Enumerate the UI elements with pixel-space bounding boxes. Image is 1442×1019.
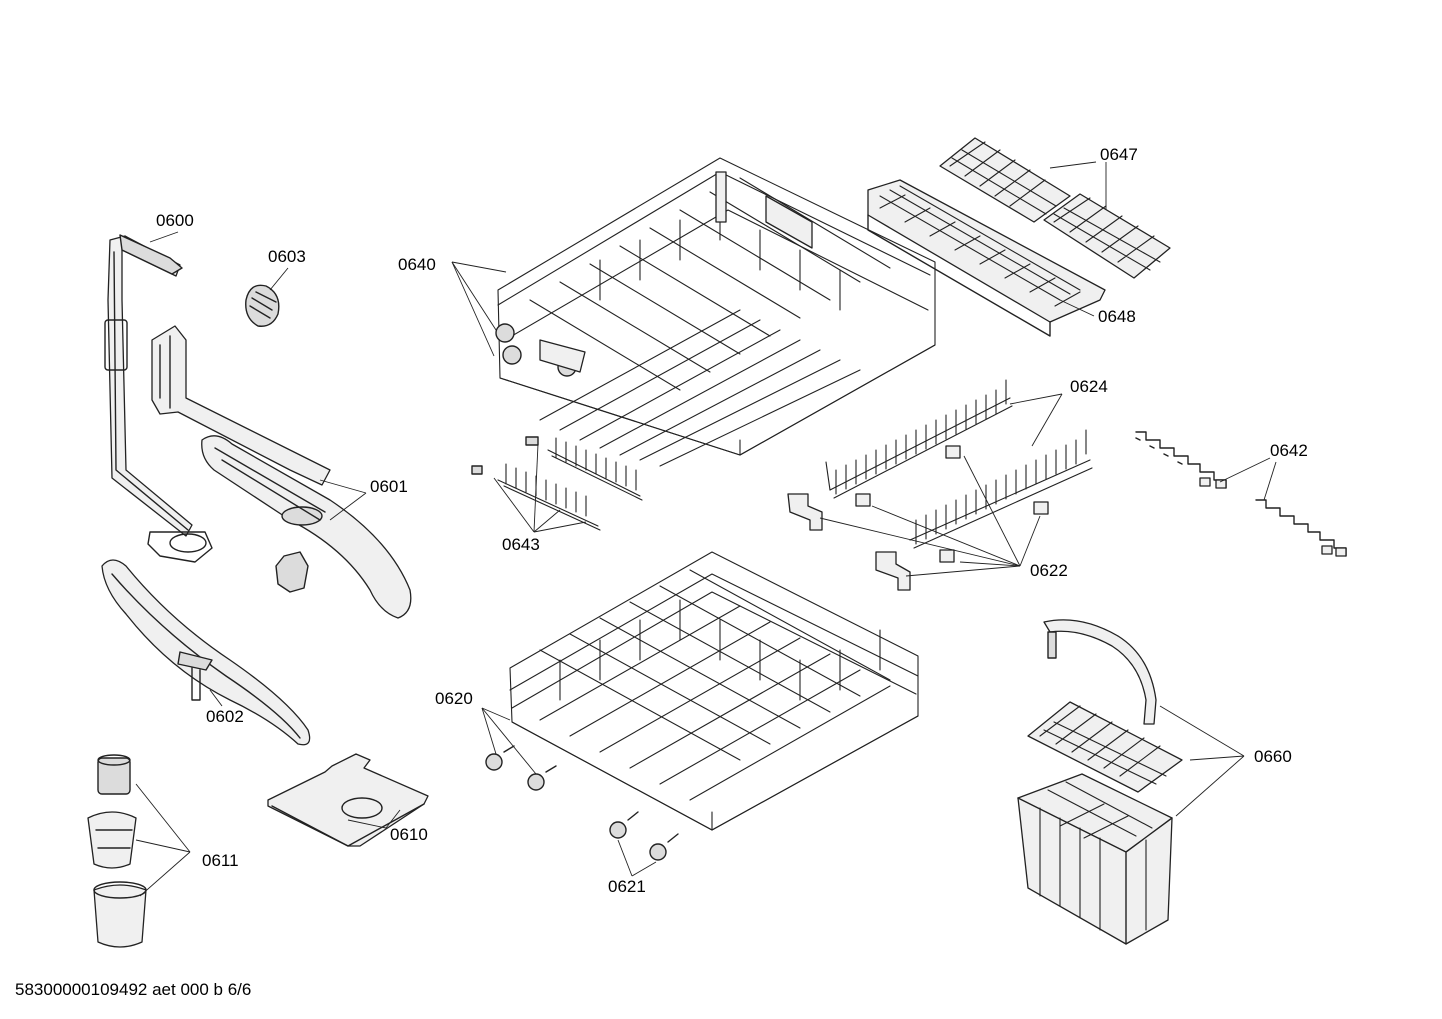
callout-0640: 0640 (398, 255, 436, 274)
part-0621-rear-wheels[interactable] (609, 811, 679, 861)
part-0622-clips[interactable] (787, 445, 1049, 591)
part-0600-feed-pipe[interactable] (104, 234, 213, 563)
part-0643-cup-racks[interactable] (471, 436, 643, 531)
callout-0642: 0642 (1270, 441, 1308, 460)
part-0611-filter-set[interactable] (87, 754, 147, 948)
part-0610-sump-plate[interactable] (267, 753, 429, 847)
part-0624-spike-racks[interactable] (825, 379, 1093, 549)
callout-0624: 0624 (1070, 377, 1108, 396)
callout-0660: 0660 (1254, 747, 1292, 766)
callout-0610: 0610 (390, 825, 428, 844)
part-0647-tray-covers[interactable] (939, 137, 1171, 279)
callout-0643: 0643 (502, 535, 540, 554)
part-0620-front-wheels[interactable] (485, 745, 557, 791)
part-0602-lower-spray-arm[interactable] (101, 559, 311, 746)
callout-0648: 0648 (1098, 307, 1136, 326)
document-id: 58300000109492 aet 000 b 6/6 (15, 980, 252, 999)
callout-0647: 0647 (1100, 145, 1138, 164)
part-lower-basket[interactable] (509, 551, 919, 831)
part-0660-cutlery-basket[interactable] (1017, 619, 1183, 945)
callout-0611: 0611 (202, 851, 239, 870)
part-0642-cup-shelf-steps[interactable] (1135, 431, 1347, 557)
leader-lines (135, 161, 1277, 897)
callout-0621: 0621 (608, 877, 646, 896)
callout-0622: 0622 (1030, 561, 1068, 580)
callout-0602: 0602 (206, 707, 244, 726)
callout-0601: 0601 (370, 477, 408, 496)
part-0603-nozzle-cap[interactable] (245, 284, 280, 327)
callout-0600: 0600 (156, 211, 194, 230)
part-0601-upper-spray-arm[interactable] (151, 325, 412, 619)
part-0640-upper-basket[interactable] (495, 157, 936, 467)
callout-0620: 0620 (435, 689, 473, 708)
callout-0603: 0603 (268, 247, 306, 266)
part-0648-cutlery-tray[interactable] (867, 179, 1106, 337)
callout-labels: 0600 0603 0601 0602 0610 0611 0640 0643 … (156, 145, 1308, 896)
